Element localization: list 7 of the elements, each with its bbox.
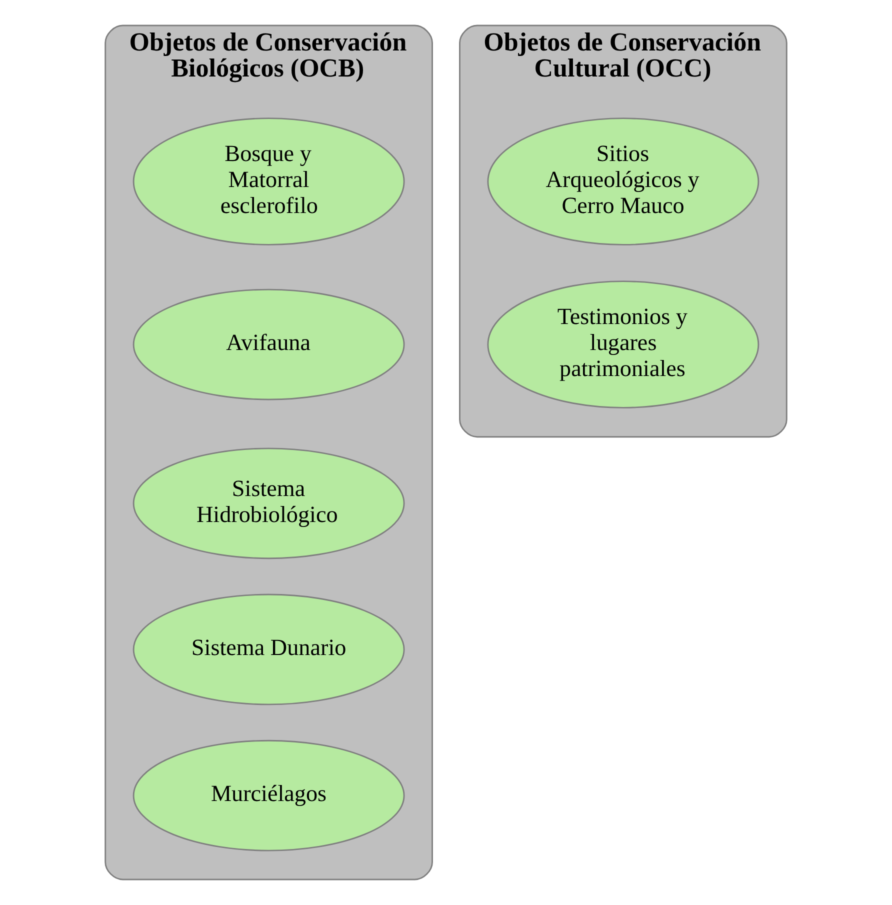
node-ellipse: Bosque y Matorral esclerofilo [132, 118, 405, 246]
node-ellipse: Sitios Arqueológicos y Cerro Mauco [487, 118, 760, 246]
node-ellipse: Sistema Hidrobiológico [132, 448, 405, 560]
node-ellipse: Testimonios y lugares patrimoniales [487, 280, 760, 408]
node-ellipse: Avifauna [132, 288, 405, 400]
node-ellipse: Murciélagos [132, 740, 405, 852]
node-ellipse: Sistema Dunario [132, 594, 405, 706]
